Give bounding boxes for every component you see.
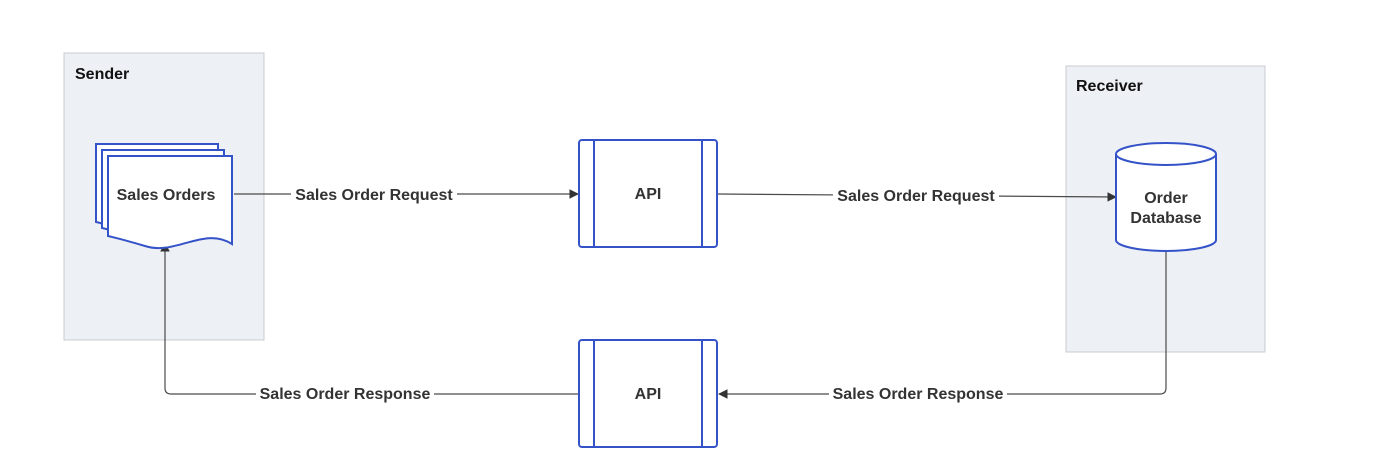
api-bottom[interactable]: API (578, 339, 718, 448)
svg-text:Sales Order Response: Sales Order Response (260, 386, 431, 403)
edge-database-to-api[interactable] (718, 251, 1167, 399)
sales-orders-label: Sales Orders (117, 187, 216, 204)
receiver-title: Receiver (1076, 78, 1143, 95)
sales-orders-documents[interactable]: Sales Orders (95, 143, 233, 250)
edge-api-to-sender[interactable] (160, 242, 578, 395)
svg-text:Sales Order Request: Sales Order Request (295, 187, 453, 204)
edge-label-sender-to-api: Sales Order Request (291, 184, 457, 204)
svg-text:Sales Order Response: Sales Order Response (833, 386, 1004, 403)
edge-label-api-to-sender: Sales Order Response (256, 384, 434, 404)
svg-text:Sales Order Request: Sales Order Request (837, 188, 995, 205)
api-top-label: API (635, 186, 662, 203)
api-top[interactable]: API (578, 139, 718, 248)
database-label-line1: Order (1144, 190, 1188, 207)
sender-title: Sender (75, 66, 129, 83)
edge-label-database-to-api: Sales Order Response (829, 384, 1007, 404)
edge-label-api-to-database: Sales Order Request (833, 185, 999, 205)
order-database[interactable]: Order Database (1115, 142, 1217, 252)
database-label-line2: Database (1130, 210, 1201, 227)
api-bottom-label: API (635, 386, 662, 403)
